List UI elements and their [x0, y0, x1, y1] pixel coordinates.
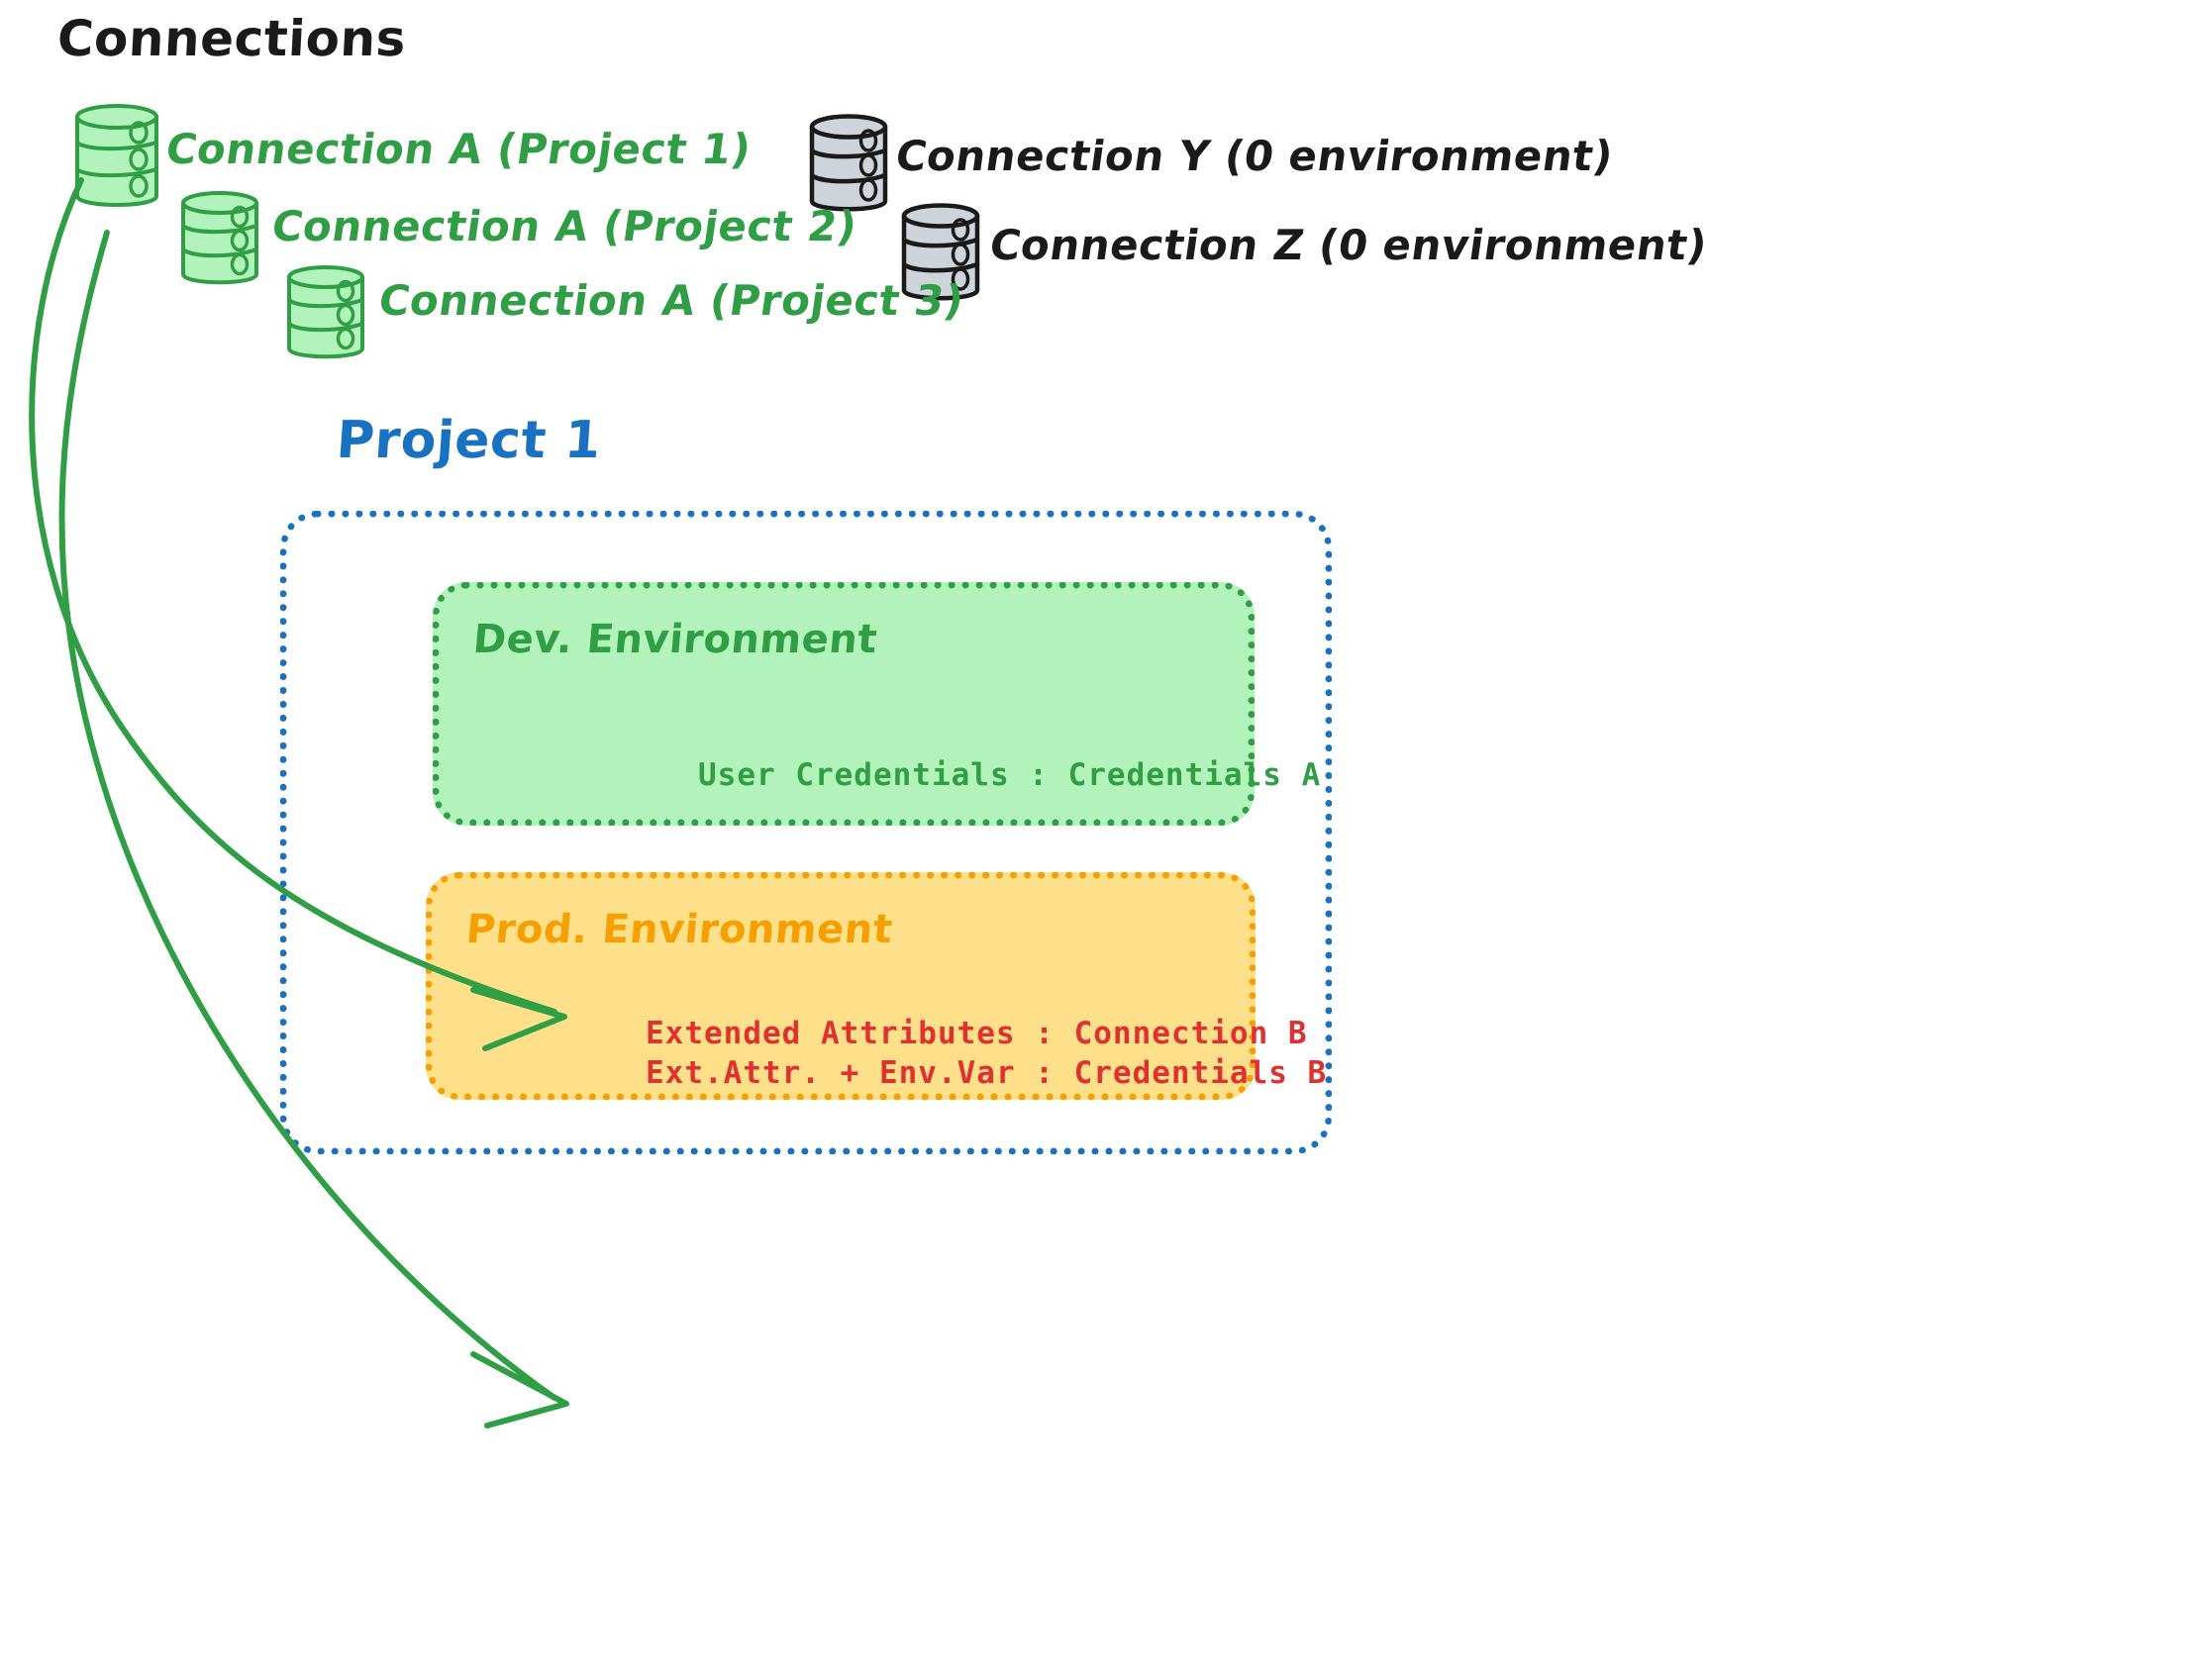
database-icon-connection-a-project-2	[176, 186, 263, 290]
connection-label-z: Connection Z (0 environment)	[986, 221, 1711, 269]
project-title: Project 1	[334, 411, 604, 470]
arrow-head-to-prod	[470, 1351, 569, 1428]
connection-label-a-project-1: Connection A (Project 1)	[162, 125, 754, 173]
connection-label-a-project-3: Connection A (Project 3)	[375, 276, 967, 325]
database-icon-connection-a-project-3	[282, 260, 369, 364]
connection-label-y: Connection Y (0 environment)	[892, 132, 1617, 180]
prod-environment-box: Prod. Environment Extended Attributes : …	[426, 872, 1326, 1100]
prod-environment-extended-attributes-line: Extended Attributes : Connection B	[646, 1016, 1308, 1051]
database-icon-connection-z	[896, 198, 985, 307]
dev-environment-title: Dev. Environment	[470, 617, 879, 662]
database-icon-connection-y	[804, 109, 893, 218]
database-icon-connection-a-project-1	[69, 99, 164, 213]
dev-environment-box: Dev. Environment User Credentials : Cred…	[433, 582, 1320, 826]
prod-environment-env-var-line: Ext.Attr. + Env.Var : Credentials B	[646, 1055, 1328, 1091]
connection-label-a-project-2: Connection A (Project 2)	[268, 202, 860, 250]
connections-heading: Connections	[55, 10, 408, 67]
dev-environment-credentials-line: User Credentials : Credentials A	[698, 757, 1322, 793]
prod-environment-title: Prod. Environment	[463, 907, 895, 952]
